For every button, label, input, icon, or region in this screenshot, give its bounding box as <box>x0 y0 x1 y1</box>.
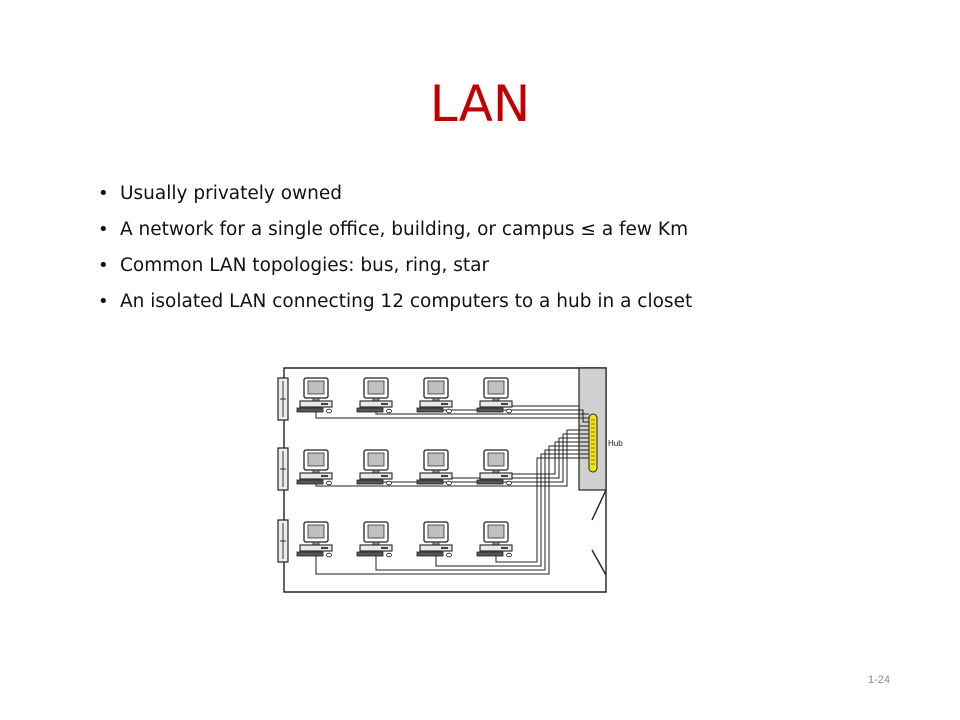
bullet-dot: • <box>98 291 109 312</box>
hub-icon <box>588 413 598 473</box>
bullet-text: A network for a single office, building,… <box>120 219 689 240</box>
bullet-text: An isolated LAN connecting 12 computers … <box>120 291 693 312</box>
bullet-item: • An isolated LAN connecting 12 computers… <box>98 284 918 320</box>
computer-icon <box>296 521 333 558</box>
computer-icon <box>356 377 393 414</box>
computer-icon <box>356 521 393 558</box>
computer-icon <box>416 449 453 486</box>
bullet-list: • Usually privately owned • A network for … <box>98 176 918 320</box>
lan-diagram: Hub <box>277 367 623 593</box>
bullet-item: • Usually privately owned <box>98 176 918 212</box>
computer-icon <box>416 377 453 414</box>
hub-ports <box>591 419 595 465</box>
computer-icon <box>476 449 513 486</box>
computer-icon <box>476 377 513 414</box>
window-icon <box>277 377 289 421</box>
computer-icon <box>296 377 333 414</box>
window-icon <box>277 447 289 491</box>
slide-title: LAN <box>429 75 531 133</box>
bullet-item: • A network for a single office, building… <box>98 212 918 248</box>
bullet-dot: • <box>98 183 109 204</box>
bullet-text: Common LAN topologies: bus, ring, star <box>120 255 490 276</box>
bullet-dot: • <box>98 255 109 276</box>
bullet-dot: • <box>98 219 109 240</box>
computer-icon <box>356 449 393 486</box>
hub-label: Hub <box>608 439 623 448</box>
bullet-text: Usually privately owned <box>120 183 343 204</box>
bullet-item: • Common LAN topologies: bus, ring, star <box>98 248 918 284</box>
computer-icon <box>476 521 513 558</box>
computer-icon <box>296 449 333 486</box>
page-number: 1-24 <box>867 674 890 686</box>
computer-icon <box>416 521 453 558</box>
window-icon <box>277 519 289 563</box>
